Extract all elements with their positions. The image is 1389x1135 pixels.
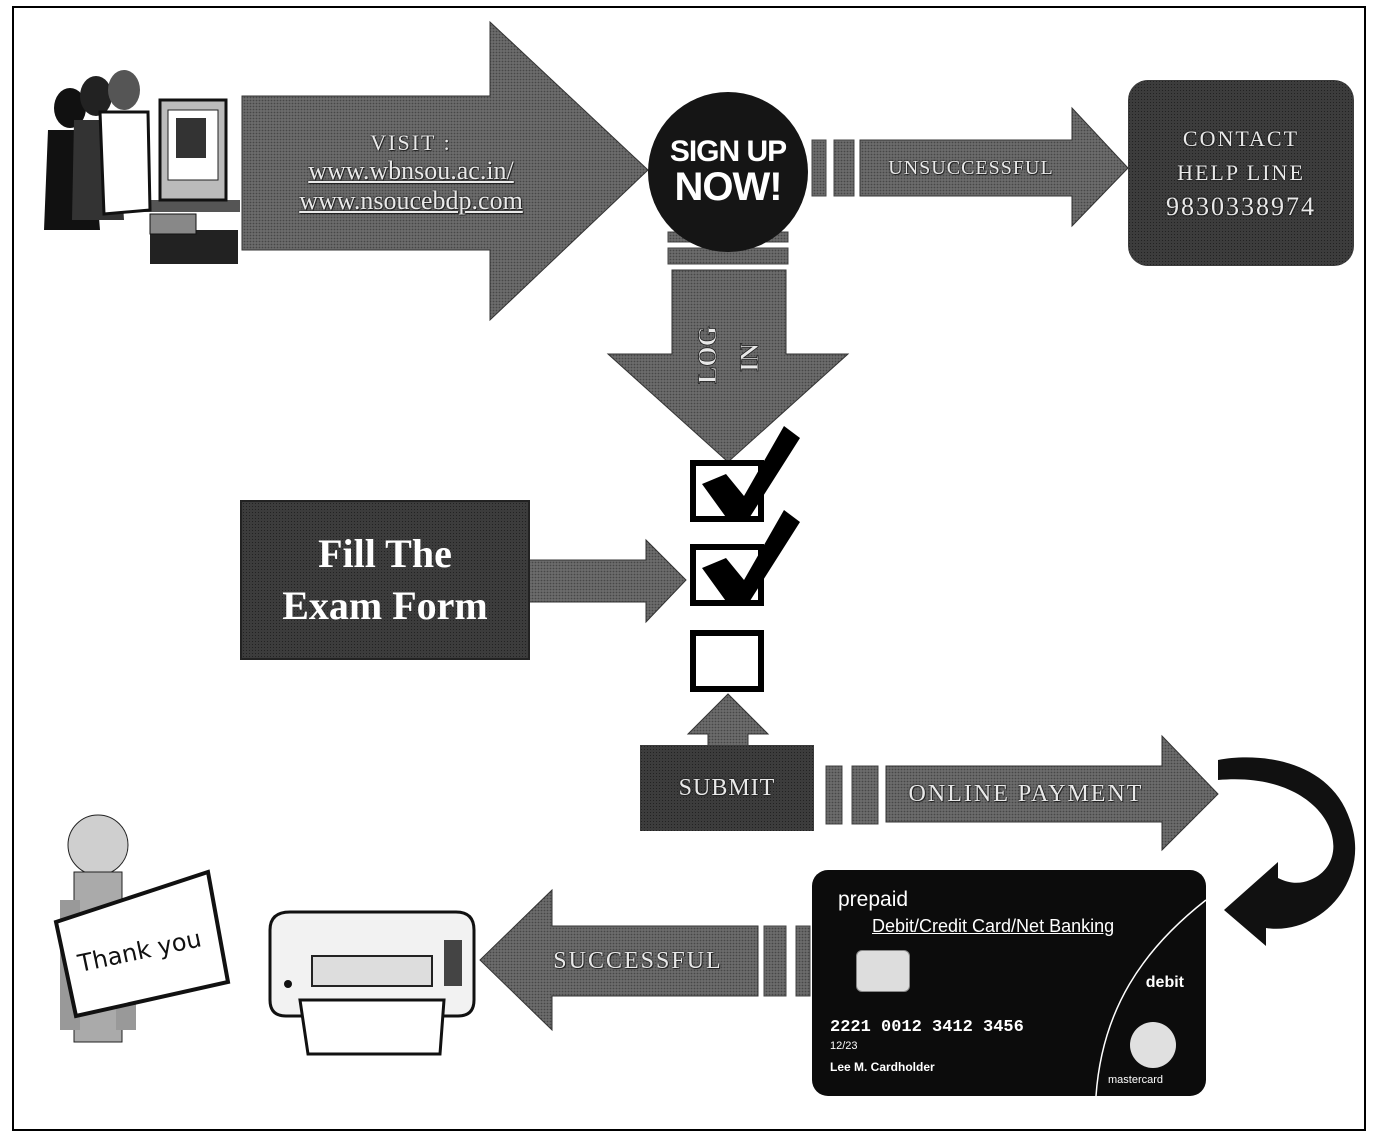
card-brand: mastercard xyxy=(1108,1074,1164,1086)
visit-line1: VISIT : xyxy=(370,130,452,155)
online-payment-label: ONLINE PAYMENT xyxy=(908,780,1144,807)
fill-form-arrow xyxy=(527,538,687,624)
mastercard-logo-icon xyxy=(1130,1022,1176,1068)
curved-arrow xyxy=(1218,757,1356,946)
successful-dash-2 xyxy=(763,925,787,997)
unsuccessful-arrow xyxy=(859,106,1129,228)
card-expiry: 12/23 xyxy=(830,1040,858,1052)
card-prepaid: prepaid xyxy=(838,888,909,911)
fill-exam-form-box: Fill The Exam Form xyxy=(240,500,530,660)
checkbox-3[interactable] xyxy=(690,630,764,692)
contact-line2: HELP LINE xyxy=(1177,160,1305,185)
computer-users-illustration xyxy=(44,70,240,264)
card-curve xyxy=(1095,899,1206,1096)
unsuccessful-dash-1 xyxy=(811,139,827,197)
submit-label: SUBMIT xyxy=(678,774,776,801)
card-chip-icon xyxy=(856,950,910,992)
visit-arrow xyxy=(241,20,649,322)
card-number: 2221 0012 3412 3456 xyxy=(830,1018,1024,1037)
login-arrow xyxy=(606,269,850,463)
fill-form-line1: Fill The xyxy=(318,531,452,576)
thank-you-illustration: Thank you xyxy=(53,814,231,1043)
visit-url-2[interactable]: www.nsoucebdp.com xyxy=(299,186,523,215)
visit-url-1[interactable]: www.wbnsou.ac.in/ xyxy=(308,156,514,185)
submit-up-arrow xyxy=(686,693,770,747)
visit-text-block: VISIT : www.wbnsou.ac.in/ www.nsoucebdp.… xyxy=(246,108,576,238)
payment-dash-1 xyxy=(825,765,843,825)
unsuccessful-dash-2 xyxy=(833,139,855,197)
sign-up-now-badge[interactable]: SIGN UP NOW! xyxy=(648,92,808,252)
successful-arrow xyxy=(479,888,759,1032)
printer-icon xyxy=(268,910,476,1056)
card-debit: debit xyxy=(1145,974,1184,991)
sign-up-line1: SIGN UP xyxy=(669,135,787,168)
contact-line1: CONTACT xyxy=(1182,126,1300,151)
checkbox-1[interactable] xyxy=(690,460,764,522)
card-payment-types: Debit/Credit Card/Net Banking xyxy=(872,916,1115,936)
contact-phone[interactable]: 9830338974 xyxy=(1166,192,1316,221)
login-label-line2: IN xyxy=(735,343,764,372)
payment-dash-2 xyxy=(851,765,879,825)
successful-dash-1 xyxy=(795,925,811,997)
online-payment-arrow xyxy=(885,734,1219,852)
successful-label: SUCCESSFUL xyxy=(553,947,723,974)
unsuccessful-label: UNSUCCESSFUL xyxy=(888,156,1054,179)
submit-box[interactable]: SUBMIT xyxy=(640,745,814,831)
payment-card[interactable]: prepaid Debit/Credit Card/Net Banking de… xyxy=(812,870,1206,1096)
login-label-line1: LOG xyxy=(693,326,722,384)
card-holder: Lee M. Cardholder xyxy=(830,1060,935,1074)
checkbox-2[interactable] xyxy=(690,544,764,606)
fill-form-line2: Exam Form xyxy=(282,583,488,628)
sign-up-line2: NOW! xyxy=(674,165,782,209)
contact-helpline-box: CONTACT HELP LINE 9830338974 xyxy=(1128,80,1354,266)
